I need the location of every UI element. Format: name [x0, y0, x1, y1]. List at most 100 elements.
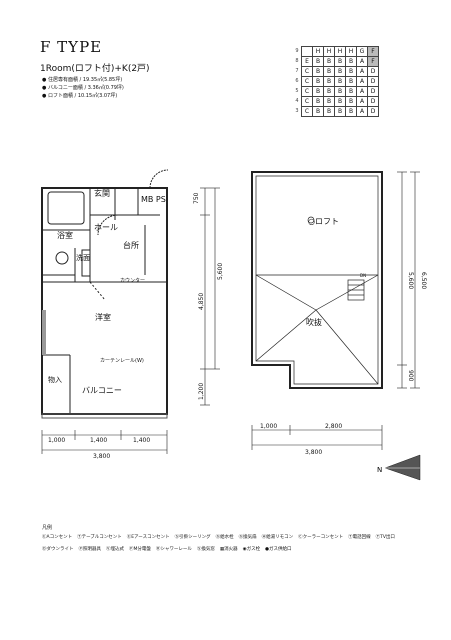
- grid-cell: B: [323, 106, 335, 117]
- legend-item: ⓅⅯ分電盤: [129, 547, 151, 552]
- legend-item: ◉ガス栓: [242, 547, 261, 552]
- legend-item: Ⓡシャワーレール: [155, 547, 192, 552]
- legend-title: 凡例: [42, 525, 53, 531]
- legend-item: ⒺEアースコンセント: [126, 535, 170, 540]
- grid-cell: B: [323, 66, 335, 77]
- grid-cell: F: [367, 46, 379, 57]
- legend-item: Ⓟ照明器具: [78, 547, 102, 552]
- grid-cell: B: [323, 76, 335, 87]
- dim-bottom-seg-2: 1,400: [90, 437, 107, 444]
- grid-cell: E: [301, 56, 313, 67]
- grid-floor-label: 9: [295, 48, 299, 54]
- page-title: F TYPE: [40, 38, 103, 56]
- grid-cell: B: [312, 66, 324, 77]
- floor-plan-loft: ○ロフト 吹抜 DN 5,600 6,500 900 1,000 2,800 3…: [251, 171, 427, 456]
- grid-cell: B: [334, 96, 346, 107]
- room-washroom: 洗面: [76, 253, 90, 262]
- dim-1200: 1,200: [198, 383, 205, 400]
- dim-4850: 4,850: [198, 293, 205, 310]
- area-living: ● 住居専有面積 / 19.35㎡(5.85坪): [42, 77, 123, 83]
- grid-cell: [301, 46, 313, 57]
- unit-type-subtitle: 1Room(ロフト付)+K(2戸): [40, 64, 150, 74]
- grid-cell: C: [301, 96, 313, 107]
- grid-cell: H: [312, 46, 324, 57]
- grid-cell: A: [356, 76, 368, 87]
- legend-item: Ⓢ引掛シーリング: [174, 535, 211, 540]
- counter-label: カウンター: [120, 277, 145, 284]
- grid-cell: B: [312, 106, 324, 117]
- legend-item: ⓉTV出口: [375, 535, 395, 540]
- legend-item: Ⓗ給湯リモコン: [261, 535, 294, 540]
- grid-cell: C: [301, 86, 313, 97]
- grid-floor-label: 6: [295, 78, 299, 84]
- grid-cell: G: [356, 46, 368, 57]
- dim-bottom-seg-1: 1,000: [48, 437, 65, 444]
- grid-cell: D: [367, 66, 379, 77]
- grid-cell: B: [323, 56, 335, 67]
- legend-item: Ⓖ換気扇: [238, 535, 257, 540]
- grid-floor-label: 5: [295, 88, 299, 94]
- area-balcony: ● バルコニー面積 / 3.36㎡(0.79坪): [42, 85, 124, 91]
- dim-loft-seg-2: 2,800: [325, 423, 342, 430]
- room-balcony: バルコニー: [82, 386, 122, 395]
- grid-cell: B: [334, 66, 346, 77]
- dim-bottom-seg-3: 1,400: [133, 437, 150, 444]
- legend-item: ▦消火器: [219, 547, 238, 552]
- curtain-rail-label: カーテンレール(W): [100, 358, 144, 364]
- grid-cell: C: [301, 66, 313, 77]
- grid-floor-label: 3: [295, 108, 299, 114]
- legend-item: Ⓒクーラーコンセント: [298, 535, 344, 540]
- room-loft: ○ロフト: [308, 217, 339, 226]
- dim-loft-total: 3,800: [305, 449, 322, 456]
- room-kitchen: 台所: [123, 240, 139, 250]
- room-western: 洋室: [95, 312, 111, 322]
- grid-cell: D: [367, 76, 379, 87]
- grid-cell: B: [345, 106, 357, 117]
- grid-cell: D: [367, 96, 379, 107]
- grid-cell: B: [345, 76, 357, 87]
- room-storage: 物入: [48, 375, 62, 384]
- area-loft: ● ロフト面積 / 10.15㎡(3.07坪): [42, 93, 118, 99]
- dim-loft-seg-1: 1,000: [260, 423, 277, 430]
- grid-floor-label: 8: [295, 58, 299, 64]
- grid-cell: B: [334, 76, 346, 87]
- grid-cell: B: [334, 106, 346, 117]
- grid-floor-label: 4: [295, 98, 299, 104]
- room-atrium: 吹抜: [306, 317, 322, 327]
- grid-cell: B: [312, 86, 324, 97]
- stair-dn-label: DN: [360, 273, 366, 278]
- room-bathroom: 浴室: [57, 230, 73, 240]
- legend-item: Ⓖ給水栓: [215, 535, 234, 540]
- grid-cell: B: [323, 86, 335, 97]
- legend-item: ●ガス供給口: [265, 547, 292, 552]
- grid-cell: B: [334, 86, 346, 97]
- north-arrow-icon: N: [377, 454, 421, 481]
- grid-cell: B: [345, 66, 357, 77]
- grid-cell: D: [367, 106, 379, 117]
- grid-cell: F: [367, 56, 379, 67]
- dim-loft-900: 900: [407, 370, 414, 382]
- grid-cell: B: [345, 56, 357, 67]
- grid-cell: B: [345, 86, 357, 97]
- grid-cell: B: [334, 56, 346, 67]
- floor-plan-main: 玄関 MB PS 浴室 ホール 台所 洗面 カウンター 洋室 カーテンレール(W…: [41, 169, 224, 460]
- legend-item: ⒺAコンセント: [42, 535, 73, 540]
- grid-floor-label: 7: [295, 68, 299, 74]
- grid-cell: A: [356, 106, 368, 117]
- room-hall: ホール: [94, 223, 118, 232]
- grid-cell: A: [356, 86, 368, 97]
- grid-cell: B: [323, 96, 335, 107]
- grid-cell: B: [312, 96, 324, 107]
- legend-item: Ⓣ電話回線: [348, 535, 371, 540]
- grid-cell: A: [356, 66, 368, 77]
- grid-cell: B: [345, 96, 357, 107]
- grid-cell: B: [312, 56, 324, 67]
- grid-cell: H: [323, 46, 335, 57]
- grid-cell: H: [334, 46, 346, 57]
- dim-750: 750: [193, 192, 200, 204]
- dim-loft-5600: 5,600: [407, 272, 414, 289]
- dim-bottom-total: 3,800: [93, 453, 110, 460]
- grid-cell: D: [367, 86, 379, 97]
